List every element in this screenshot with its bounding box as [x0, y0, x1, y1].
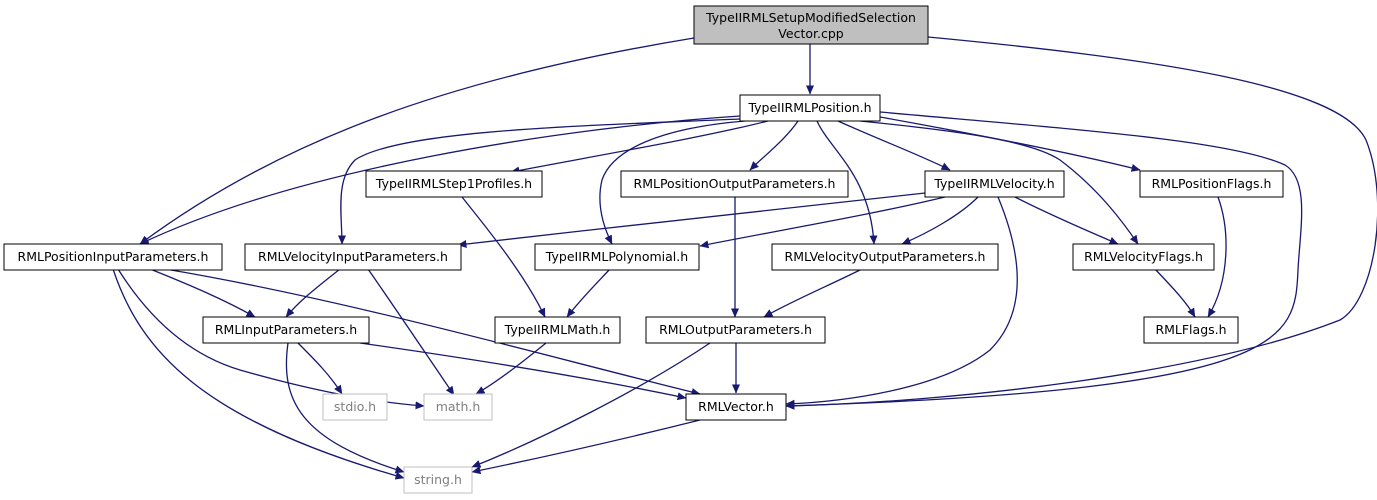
edge-position-to-velocity-output-parameters	[816, 120, 878, 245]
edge-input-parameters-to-string	[285, 342, 405, 474]
node-rml-position-output-parameters-h[interactable]: RMLPositionOutputParameters.h	[620, 170, 849, 198]
edge-velocity-to-velocity-output-parameters	[901, 196, 979, 245]
edge-velocity-to-velocity-flags	[1014, 196, 1119, 245]
edge-velocity-flags-to-flags	[1154, 268, 1196, 318]
root-line1: TypeIIRMLSetupModifiedSelection	[705, 10, 916, 25]
node-label: RMLVelocityFlags.h	[1084, 249, 1203, 264]
node-rml-vector-h[interactable]: RMLVector.h	[685, 393, 787, 421]
edge-position-to-velocity	[837, 120, 951, 171]
node-rml-input-parameters-h[interactable]: RMLInputParameters.h	[202, 316, 370, 344]
node-label: math.h	[436, 399, 481, 414]
node-rml-output-parameters-h[interactable]: RMLOutputParameters.h	[645, 316, 826, 344]
node-label: TypeIIRMLPolynomial.h	[545, 249, 688, 264]
node-typeiirml-position-h[interactable]: TypeIIRMLPosition.h	[739, 94, 881, 122]
node-typeiirml-math-h[interactable]: TypeIIRMLMath.h	[494, 316, 621, 344]
root-line2: Vector.cpp	[778, 26, 843, 41]
edge-position-input-to-vector	[164, 268, 701, 396]
node-rml-position-flags-h[interactable]: RMLPositionFlags.h	[1139, 170, 1284, 198]
edge-velocity-to-vector	[785, 196, 1018, 408]
node-label: TypeIIRMLMath.h	[504, 322, 611, 337]
edges	[112, 36, 1377, 480]
edge-velocity-input-to-math	[367, 268, 455, 396]
edge-root-to-position-input-parameters	[139, 37, 695, 245]
edge-input-parameters-to-vector	[359, 342, 687, 401]
edge-position-to-polynomial	[599, 120, 746, 245]
edge-root-to-vector	[785, 36, 1377, 410]
node-label: RMLOutputParameters.h	[659, 322, 812, 337]
node-string-h[interactable]: string.h	[403, 466, 473, 494]
edge-position-to-position-flags	[879, 116, 1141, 172]
node-typeiirml-polynomial-h[interactable]: TypeIIRMLPolynomial.h	[534, 243, 700, 271]
node-rml-position-input-parameters-h[interactable]: RMLPositionInputParameters.h	[3, 243, 223, 271]
edge-velocity-to-velocity-input-parameters	[457, 192, 926, 248]
node-label: RMLVelocityOutputParameters.h	[785, 249, 986, 264]
node-label: RMLPositionOutputParameters.h	[634, 176, 836, 191]
node-rml-velocity-output-parameters-h[interactable]: RMLVelocityOutputParameters.h	[771, 243, 999, 271]
nodes: TypeIIRMLSetupModifiedSelection Vector.c…	[3, 5, 1284, 494]
edge-output-parameters-to-string	[471, 342, 711, 468]
node-label: RMLInputParameters.h	[215, 322, 357, 337]
node-typeiirml-step1-profiles-h[interactable]: TypeIIRMLStep1Profiles.h	[365, 170, 543, 198]
node-math-h[interactable]: math.h	[423, 393, 493, 421]
node-label: string.h	[414, 472, 462, 487]
edge-polynomial-to-math-lib	[566, 268, 611, 318]
edge-position-input-to-input-parameters	[149, 268, 256, 318]
node-rml-velocity-input-parameters-h[interactable]: RMLVelocityInputParameters.h	[244, 243, 462, 271]
edge-position-input-to-string	[112, 268, 405, 480]
edge-position-to-step1-profiles	[510, 120, 769, 175]
node-label: RMLVector.h	[698, 399, 774, 414]
node-stdio-h[interactable]: stdio.h	[322, 393, 388, 421]
edge-velocity-input-to-input-parameters	[285, 268, 341, 318]
node-root-file[interactable]: TypeIIRMLSetupModifiedSelection Vector.c…	[693, 5, 929, 45]
edge-position-to-velocity-flags	[859, 120, 1139, 245]
node-rml-flags-h[interactable]: RMLFlags.h	[1143, 316, 1239, 344]
node-label: RMLVelocityInputParameters.h	[258, 249, 448, 264]
edge-position-to-velocity-input-parameters	[337, 118, 741, 245]
node-label: RMLPositionInputParameters.h	[18, 249, 209, 264]
edge-position-flags-to-flags	[1207, 196, 1227, 318]
node-label: RMLPositionFlags.h	[1152, 176, 1272, 191]
node-typeiirml-velocity-h[interactable]: TypeIIRMLVelocity.h	[924, 170, 1065, 198]
node-label: RMLFlags.h	[1155, 322, 1226, 337]
edge-position-to-position-output-parameters	[749, 120, 799, 171]
edge-step1-profiles-to-math-lib	[461, 196, 546, 318]
node-label: TypeIIRMLVelocity.h	[933, 176, 1054, 191]
node-rml-velocity-flags-h[interactable]: RMLVelocityFlags.h	[1072, 243, 1215, 271]
node-label: TypeIIRMLPosition.h	[747, 100, 871, 115]
node-label: TypeIIRMLStep1Profiles.h	[375, 176, 532, 191]
edge-input-parameters-to-stdio	[297, 342, 343, 395]
edge-position-to-vector	[785, 111, 1303, 410]
edge-velocity-output-to-output-parameters	[763, 268, 863, 318]
node-label: stdio.h	[334, 399, 376, 414]
edge-vector-to-string	[471, 419, 701, 475]
edge-velocity-to-polynomial	[699, 196, 946, 249]
edge-math-lib-to-math	[475, 342, 547, 395]
